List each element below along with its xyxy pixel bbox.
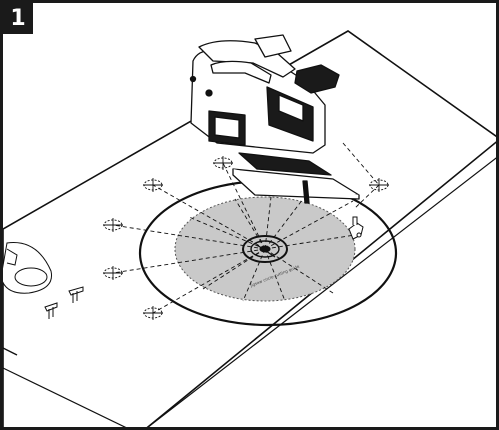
crosshair-marks (103, 156, 389, 320)
pin-part-icon (68, 286, 84, 303)
jigsaw-icon (189, 34, 360, 204)
pivot-pin-icon (242, 235, 288, 263)
assembly-illustration: Jigsaw circle-cutting guide (3, 30, 496, 427)
crosshair-mark-icon (143, 178, 163, 192)
radial-guide-lines (112, 162, 356, 314)
board-edge-lower (3, 367, 127, 427)
crosshair-mark-icon (103, 218, 123, 232)
guide-line-right (342, 142, 380, 186)
step-number-badge: 1 (3, 3, 33, 34)
crosshair-mark-icon (103, 266, 123, 280)
board-edge-right (147, 157, 496, 427)
crosshair-mark-icon (213, 156, 233, 170)
pin-part-icon (44, 302, 58, 319)
crosshair-mark-icon (143, 306, 163, 320)
board-edge (3, 347, 18, 356)
left-clamp-parts (3, 242, 84, 319)
clamp-icon (348, 216, 364, 240)
guide-line-right-2 (354, 184, 380, 209)
